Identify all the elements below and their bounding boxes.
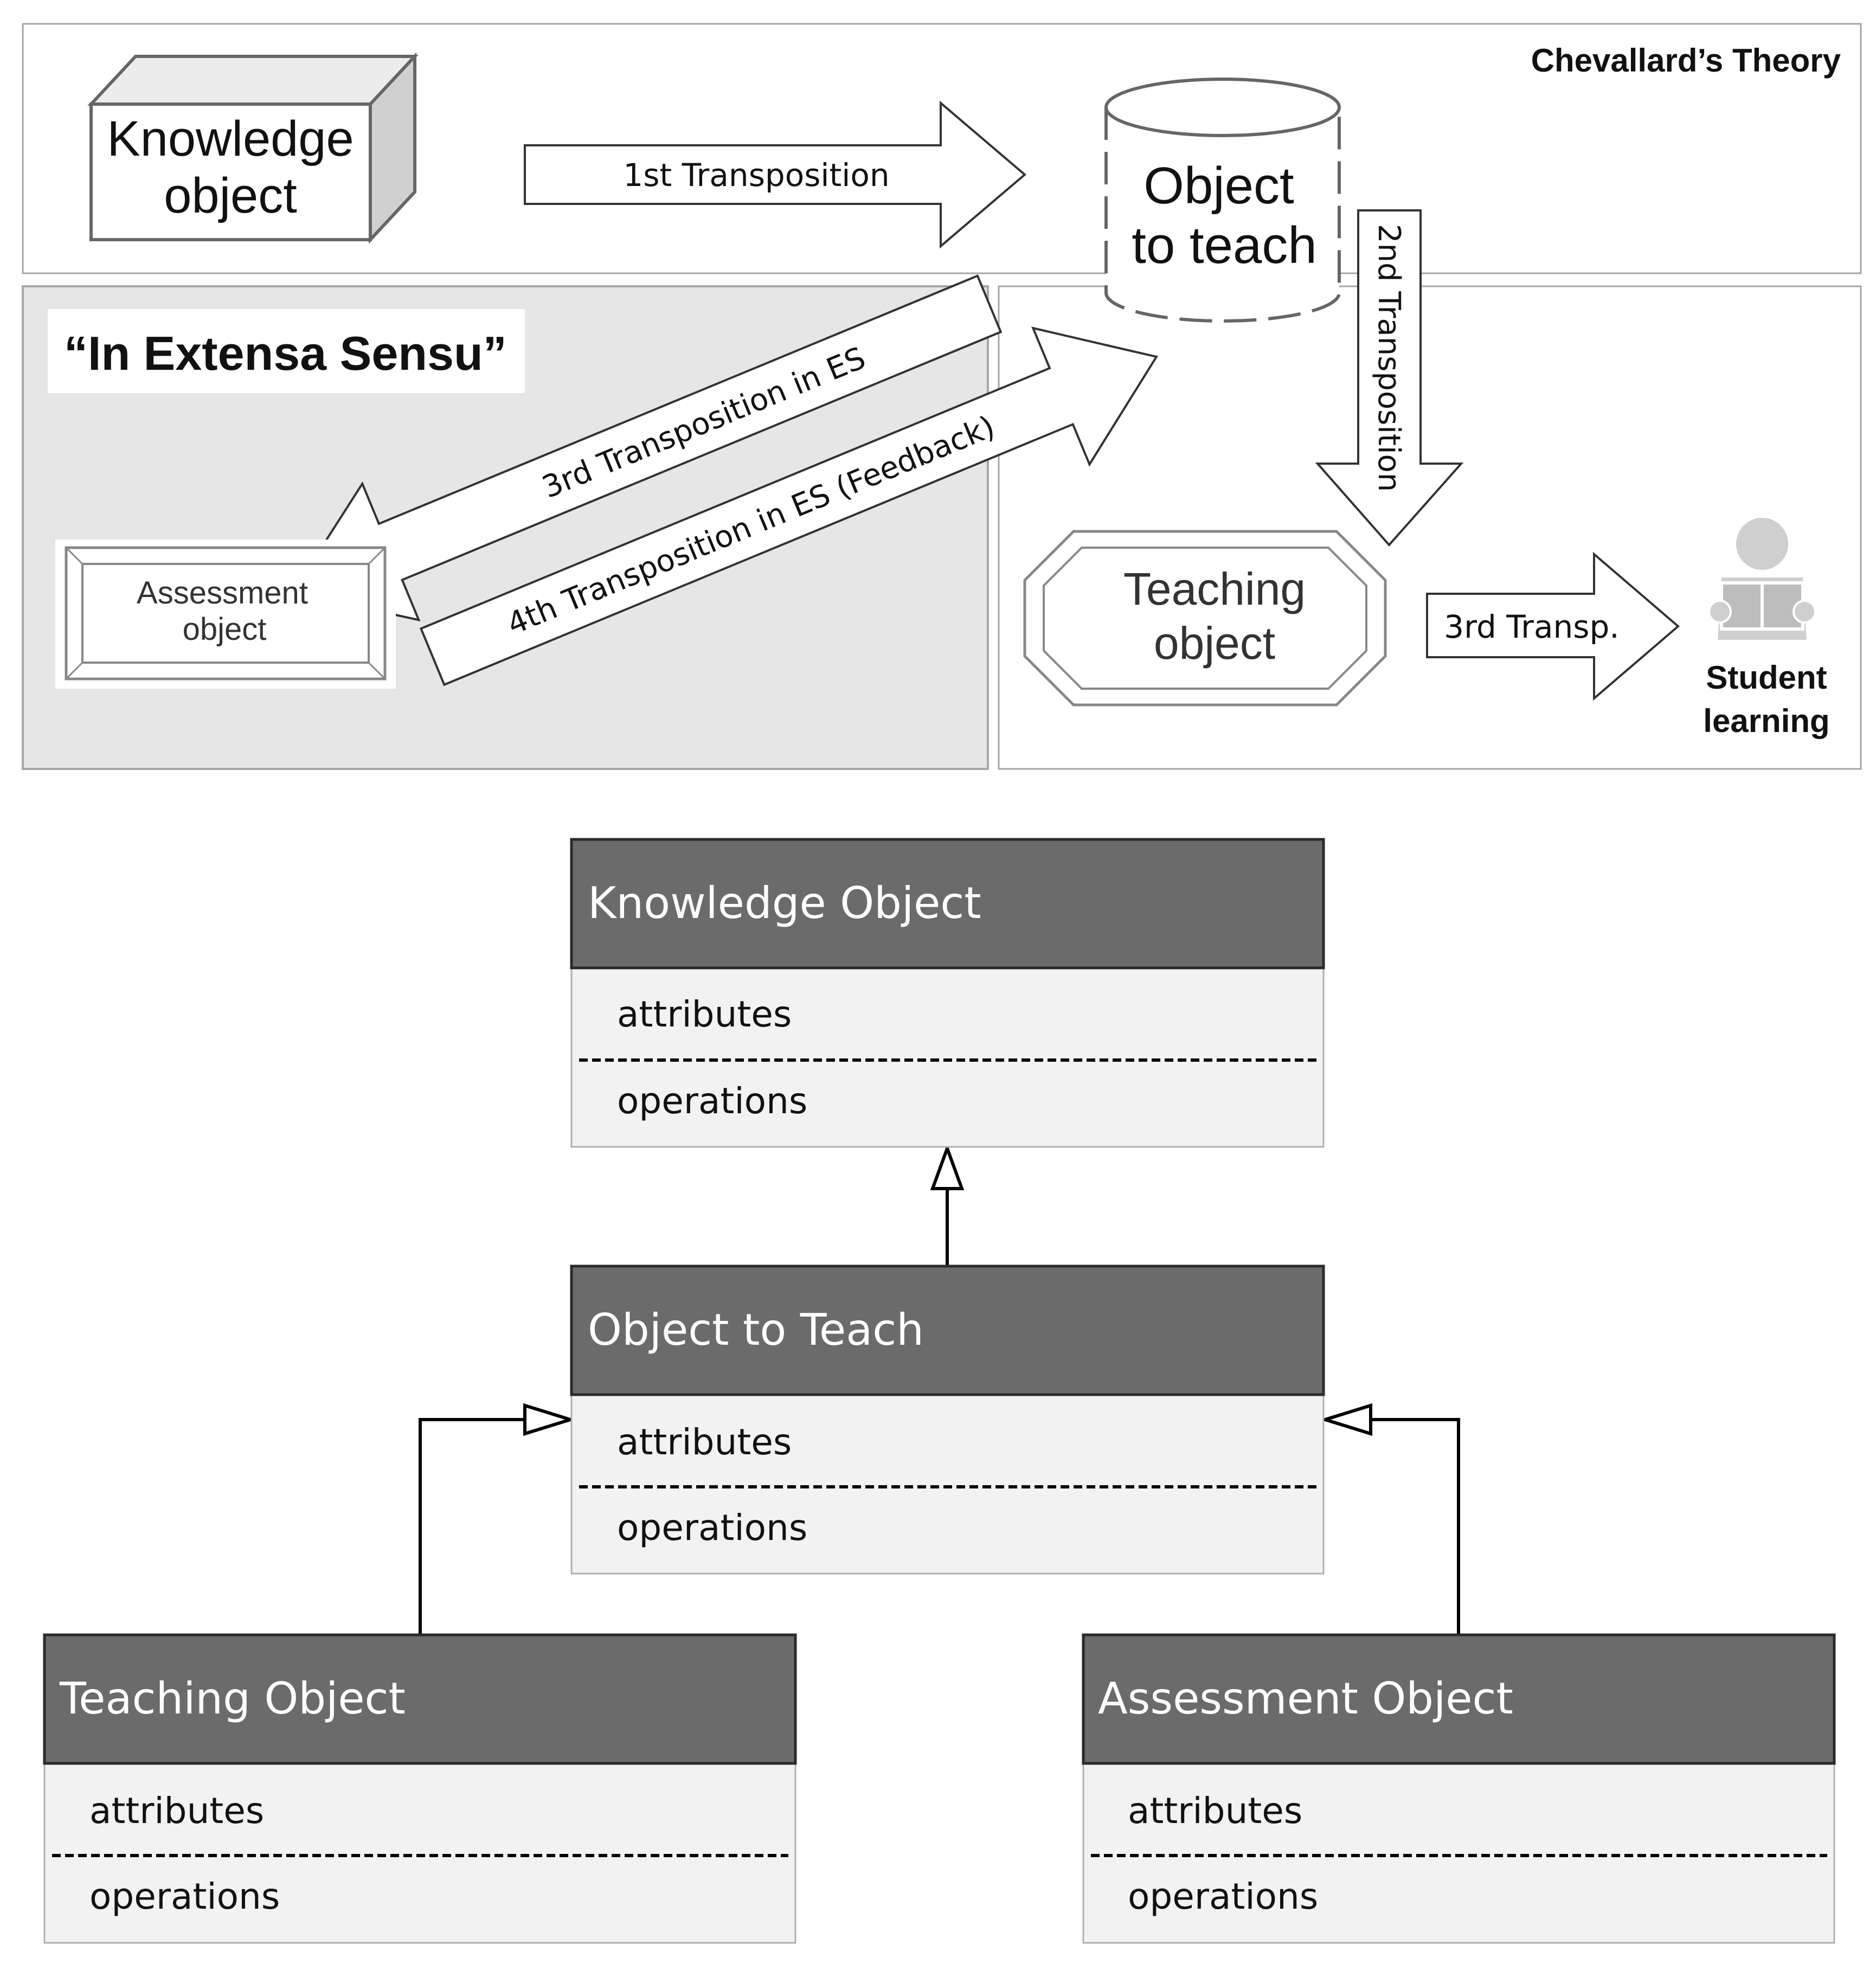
teaching-object-label-1: Teaching (1123, 563, 1306, 614)
first-transposition-label: 1st Transposition (623, 157, 889, 194)
third-transp-label: 3rd Transp. (1444, 608, 1620, 645)
class-attributes: attributes (617, 993, 792, 1035)
second-transposition-arrow: 2nd Transposition (1315, 209, 1464, 547)
es-title: “In Extensa Sensu” (64, 326, 507, 380)
teaching-object-octagon: Teaching object (1023, 530, 1387, 707)
cylinder-body (1104, 107, 1341, 323)
student-hand-right (1793, 600, 1816, 624)
first-transposition-arrow-shape (524, 100, 1027, 249)
class-object-to-teach: Object to Teach attributes operations (570, 1265, 1325, 1575)
chevallard-theory-panel: Chevallard’s Theory Knowledge object 1st… (22, 23, 1862, 770)
uml-class-diagram: Knowledge Object attributes operations O… (43, 838, 1836, 1944)
es-title-box (48, 309, 525, 393)
assessment-object-inner-frame (81, 563, 370, 664)
class-name: Object to Teach (588, 1305, 924, 1355)
fourth-transposition-es-arrow-shape (419, 326, 1159, 686)
knowledge-object-label-1: Knowledge (107, 111, 354, 166)
object-to-teach-cylinder: Object to teach (1104, 78, 1341, 323)
second-transposition-label: 2nd Transposition (1371, 224, 1406, 492)
third-transp-arrow: 3rd Transp. (1426, 551, 1680, 701)
cylinder-top (1104, 78, 1341, 137)
class-header (1082, 1633, 1836, 1765)
object-to-teach-label-1: Object (1143, 157, 1294, 215)
student-learning-label-1: Student (1706, 659, 1827, 696)
knowledge-object-cube: Knowledge object (87, 52, 419, 244)
student-reading-icon (1708, 518, 1816, 640)
class-operations: operations (617, 1080, 807, 1122)
assessment-object-label-2: object (183, 612, 267, 647)
student-learning-label-2: learning (1703, 703, 1829, 739)
class-header (43, 1633, 797, 1765)
third-transp-arrow-shape (1426, 551, 1680, 701)
class-name: Assessment Object (1098, 1673, 1513, 1724)
assessment-object-label-1: Assessment (137, 575, 308, 611)
bevel-line-4 (368, 662, 386, 680)
assessment-object-box: Assessment object (55, 540, 396, 689)
cube-top-face (87, 55, 419, 106)
class-assessment-object: Assessment Object attributes operations (1082, 1633, 1836, 1944)
inheritance-line-teaching-to-ott (419, 1418, 525, 1634)
class-teaching-object: Teaching Object attributes operations (43, 1633, 797, 1944)
class-attributes: attributes (89, 1790, 264, 1832)
student-head (1736, 518, 1788, 570)
cube-front-face (89, 102, 372, 241)
class-name: Teaching Object (59, 1673, 406, 1724)
object-to-teach-label-2: to teach (1132, 216, 1317, 274)
inheritance-arrowhead-knowledge (930, 1144, 965, 1190)
first-transposition-arrow: 1st Transposition (524, 100, 1027, 249)
class-name: Knowledge Object (588, 878, 981, 928)
student-hand-left (1708, 600, 1732, 624)
inheritance-arrowhead-right (1319, 1403, 1372, 1436)
class-knowledge-object: Knowledge Object attributes operations (570, 838, 1325, 1148)
bevel-line-3 (65, 662, 83, 680)
knowledge-object-label-2: object (164, 168, 297, 223)
class-attributes: attributes (617, 1421, 792, 1463)
bevel-line-1 (65, 547, 83, 565)
bevel-line-2 (368, 547, 386, 565)
teaching-object-label-2: object (1154, 618, 1275, 669)
class-operations: operations (89, 1876, 280, 1917)
class-attributes: attributes (1128, 1790, 1302, 1832)
inheritance-arrowhead-left (523, 1403, 576, 1436)
class-header (570, 1265, 1325, 1396)
class-operations: operations (1128, 1876, 1318, 1917)
second-transposition-arrow-shape (1315, 209, 1464, 547)
class-operations: operations (617, 1507, 807, 1549)
third-transposition-es-arrow-shape (291, 274, 1003, 622)
class-header (570, 838, 1325, 970)
corner-title: Chevallard’s Theory (1531, 42, 1841, 79)
teaching-object-inner (1043, 547, 1367, 690)
inheritance-line-assessment-to-ott (1371, 1418, 1460, 1634)
